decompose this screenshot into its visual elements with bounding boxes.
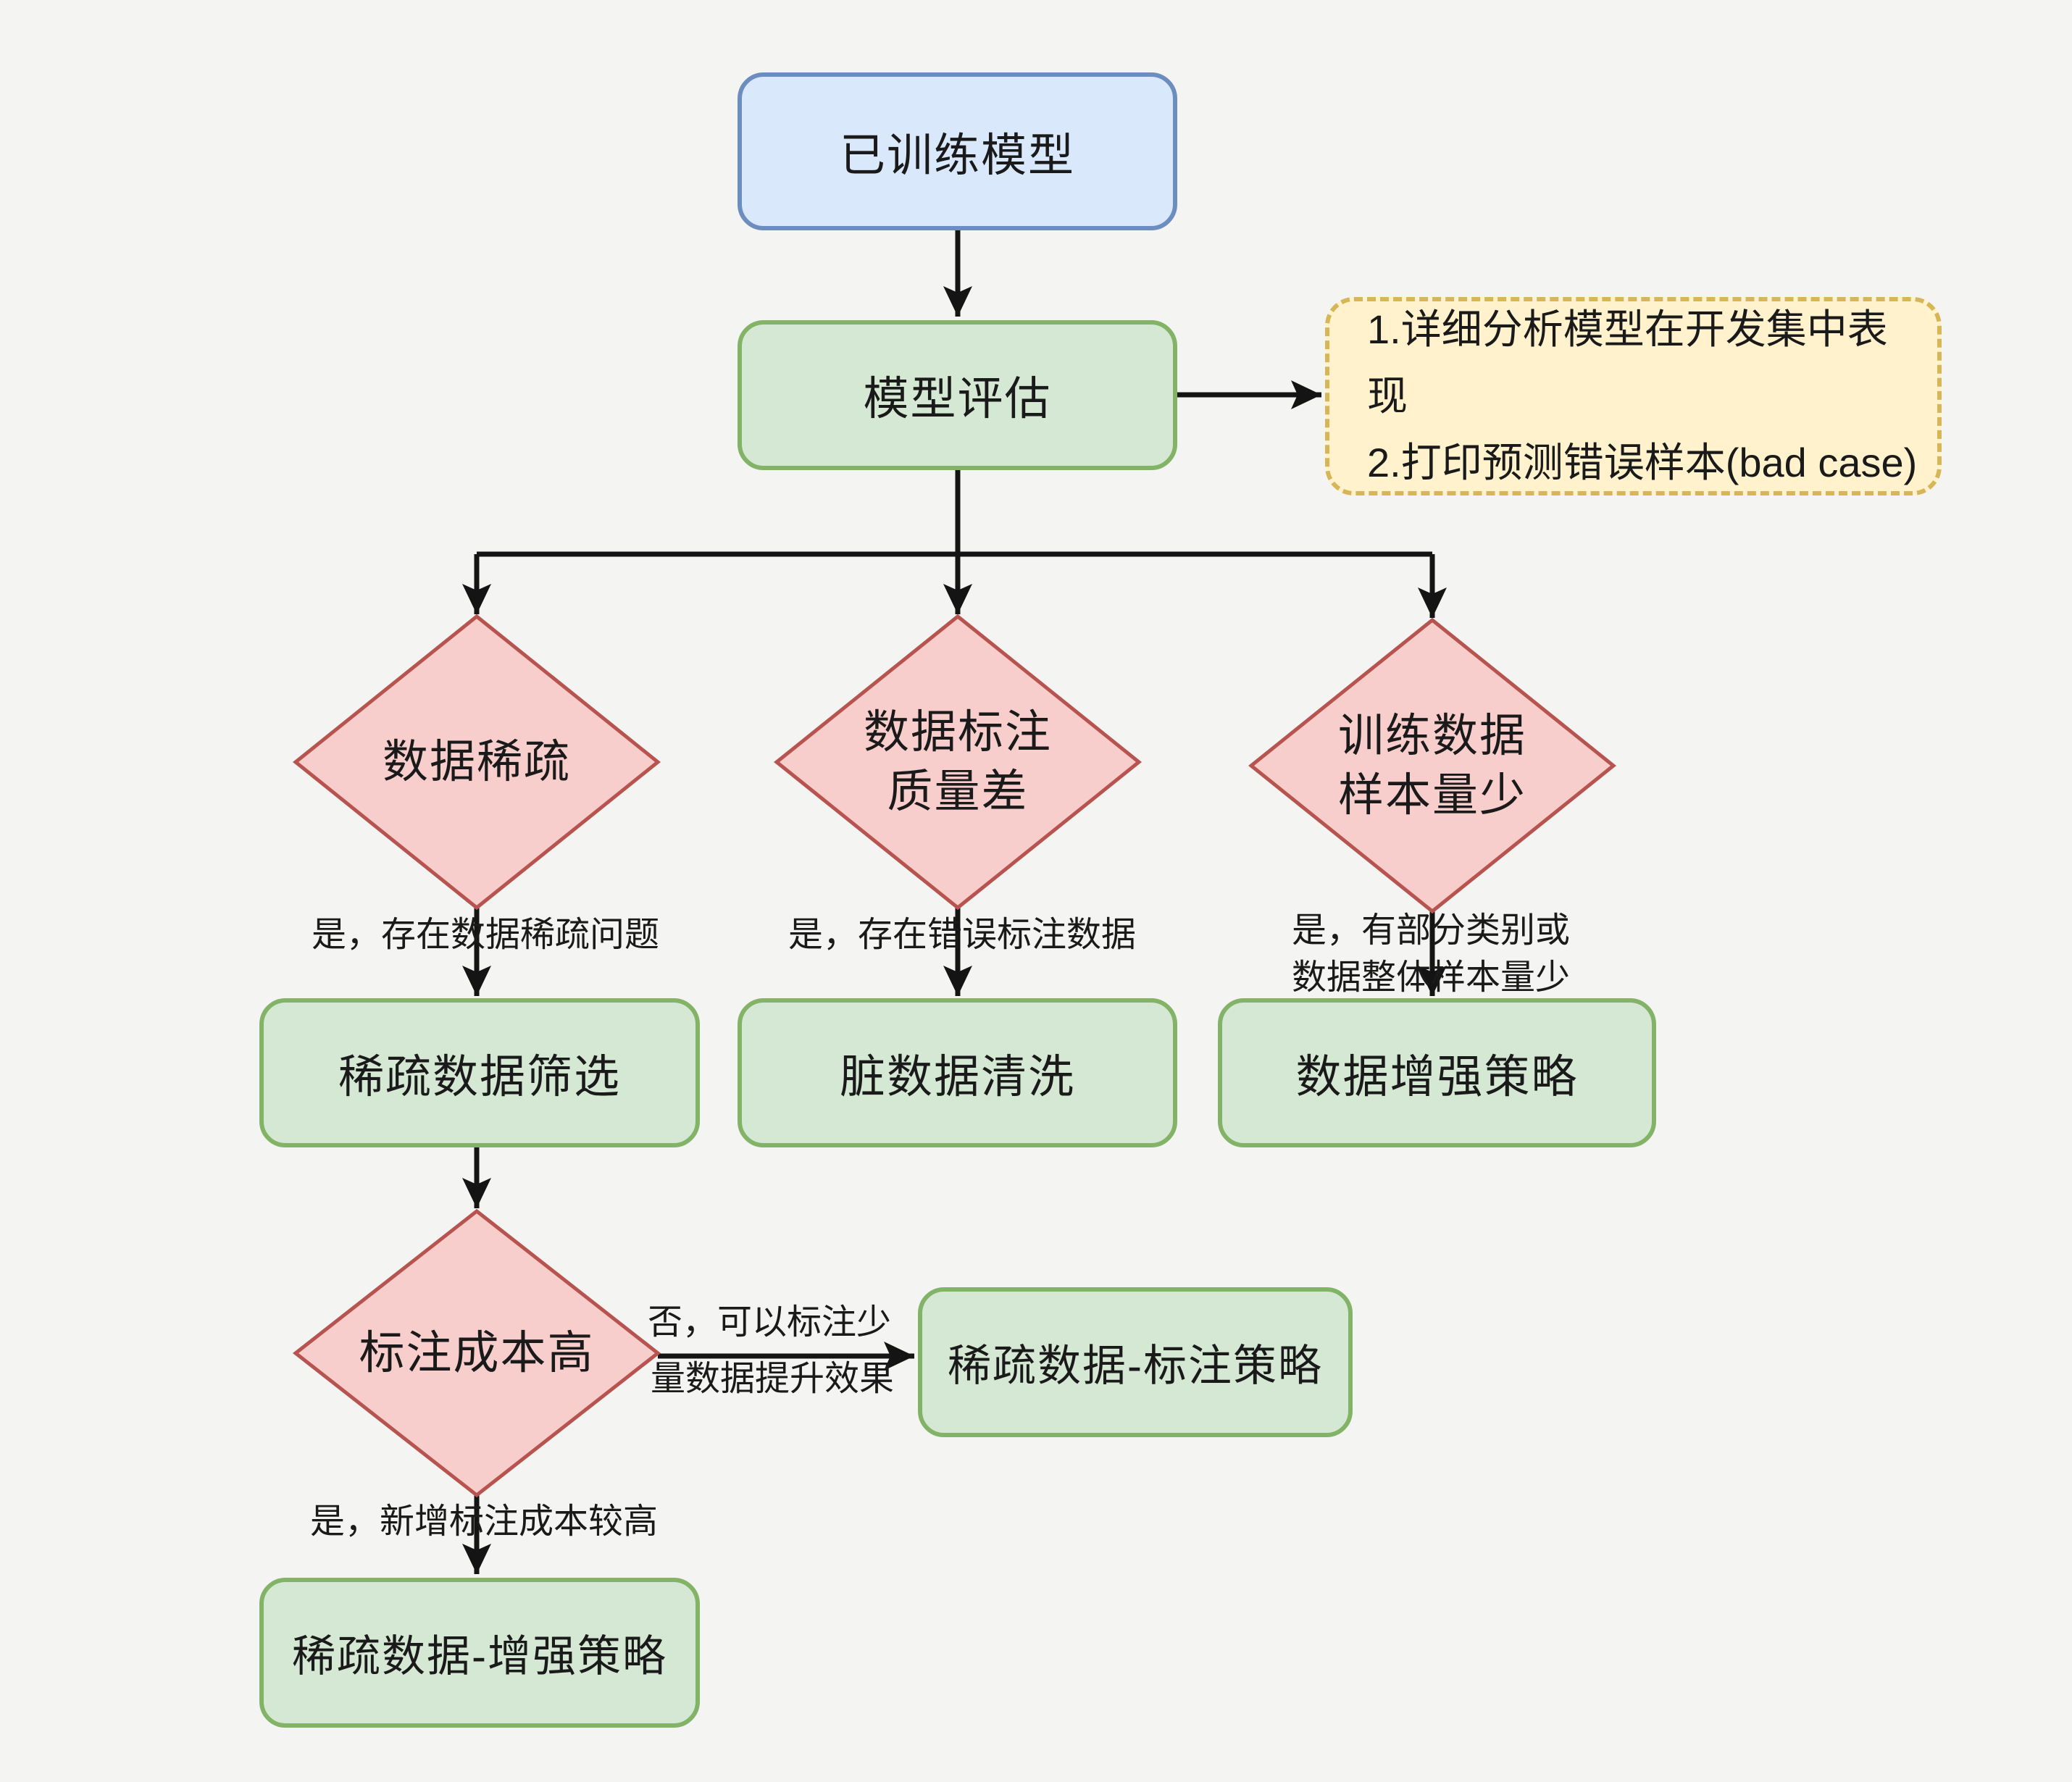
note-analysis-line1: 1.详细分析模型在开发集中表现 [1367, 306, 1888, 419]
decision-label-quality-text2: 质量差 [887, 766, 1029, 817]
edge-label-yes-cost: 是，新增标注成本较高 [309, 1502, 659, 1541]
decision-sample-size-shape [1248, 617, 1616, 914]
edge-label-yes-few-line2: 数据整体样本量少 [1292, 958, 1571, 997]
node-sparse-aug-strategy-label: 稀疏数据-增强策略 [292, 1632, 667, 1681]
decision-sample-size-label: 训练数据 样本量少 [1251, 693, 1613, 838]
node-augmentation: 数据增强策略 [1218, 998, 1656, 1147]
decision-data-sparse-shape [293, 614, 661, 911]
node-trained-model: 已训练模型 [738, 72, 1177, 230]
edge-label-yes-few: 是，有部分类别或 数据整体样本量少 [1292, 907, 1570, 1001]
node-sparse-filter-label: 稀疏数据筛选 [338, 1051, 621, 1103]
decision-label-cost-text: 标注成本高 [359, 1328, 595, 1379]
edge-label-yes-sparse: 是，存在数据稀疏问题 [311, 916, 660, 954]
node-dirty-clean: 脏数据清洗 [738, 998, 1177, 1147]
decision-data-sparse-label: 数据稀疏 [296, 690, 658, 834]
node-sparse-label-strategy-label: 稀疏数据-标注策略 [948, 1342, 1323, 1390]
decision-data-sparse-text: 数据稀疏 [383, 737, 571, 787]
node-model-eval-label: 模型评估 [863, 374, 1052, 424]
decision-label-cost-label: 标注成本高 [296, 1281, 658, 1426]
node-dirty-clean-label: 脏数据清洗 [840, 1051, 1075, 1103]
edge-label-no-cost-line2: 量数据提升效果 [650, 1360, 895, 1398]
node-sparse-filter: 稀疏数据筛选 [259, 998, 700, 1147]
note-analysis-line2: 2.打印预测错误样本(bad case) [1367, 440, 1918, 485]
decision-sample-size-text1: 训练数据 [1338, 711, 1526, 761]
decision-label-quality-text1: 数据标注 [864, 707, 1052, 758]
node-trained-model-label: 已训练模型 [840, 130, 1075, 181]
decision-label-cost-shape [292, 1208, 661, 1498]
node-sparse-label-strategy: 稀疏数据-标注策略 [918, 1287, 1353, 1437]
node-model-eval: 模型评估 [738, 320, 1177, 470]
node-sparse-aug-strategy: 稀疏数据-增强策略 [259, 1578, 700, 1728]
decision-label-quality-shape [774, 614, 1142, 911]
decision-label-quality-label: 数据标注 质量差 [777, 690, 1139, 834]
note-analysis: 1.详细分析模型在开发集中表现 2.打印预测错误样本(bad case) [1325, 297, 1942, 495]
node-augmentation-label: 数据增强策略 [1295, 1051, 1579, 1103]
decision-sample-size-text2: 样本量少 [1338, 770, 1526, 821]
edge-label-yes-mislabel: 是，存在错误标注数据 [788, 916, 1137, 954]
edge-label-no-cost-line1: 否，可以标注少 [647, 1303, 892, 1342]
edge-label-yes-few-line1: 是，有部分类别或 [1292, 911, 1571, 950]
